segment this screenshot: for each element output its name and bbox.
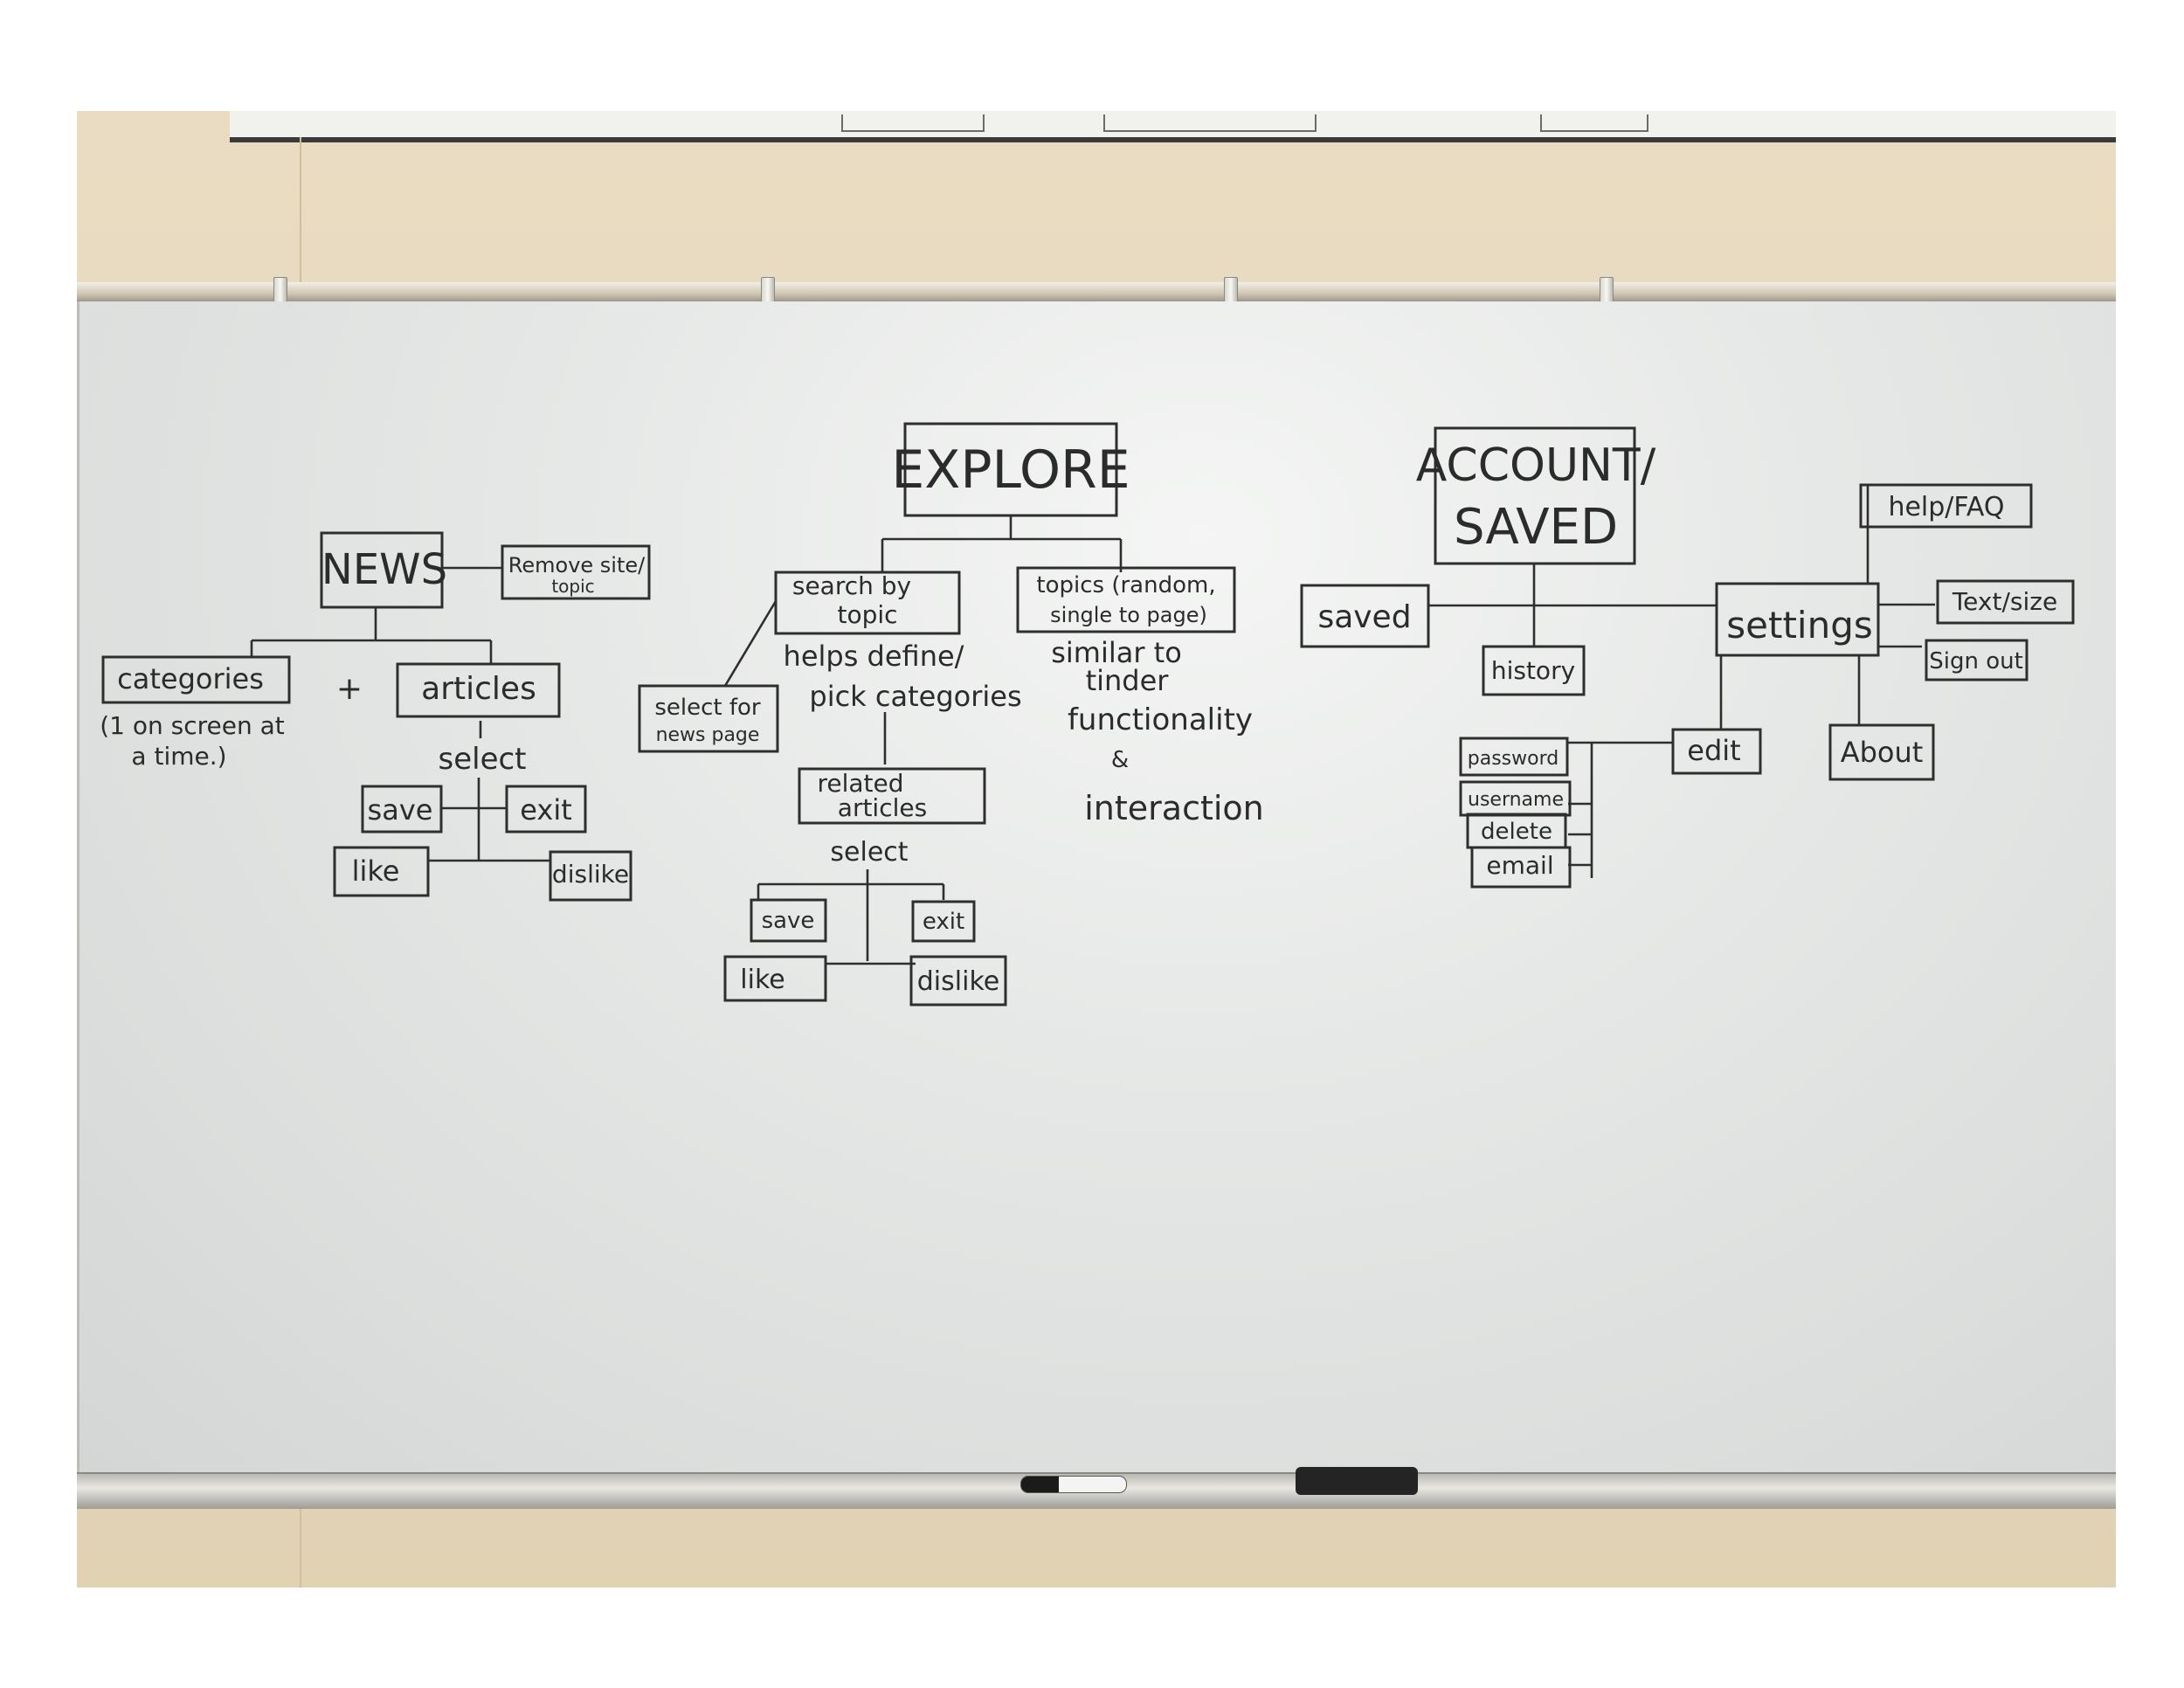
categories-box [101, 655, 291, 704]
search-to-select-connector [723, 600, 778, 687]
text-size-label: Text/size [1952, 587, 2057, 616]
explore-save-box [750, 898, 827, 943]
related-articles-box [798, 767, 986, 825]
categories-note-line1: (1 on screen at [100, 711, 285, 740]
explore-title: EXPLORE [891, 439, 1130, 501]
account-title-line2: SAVED [1454, 499, 1618, 556]
explore-section: EXPLORE search by topic topics (random, … [638, 422, 1264, 1007]
related-articles-line2: articles [838, 793, 927, 822]
news-like-label: like [352, 854, 400, 888]
news-save-label: save [368, 793, 433, 827]
settings-label: settings [1726, 604, 1873, 647]
news-save-box [361, 785, 443, 834]
password-label: password [1468, 748, 1559, 770]
news-exit-label: exit [520, 793, 572, 827]
upper-whiteboard-edge [230, 111, 2116, 142]
categories-note-line2: a time.) [131, 742, 226, 771]
remove-site-line2: topic [551, 576, 594, 597]
remove-site-box [501, 544, 651, 600]
news-connector [250, 607, 493, 664]
help-faq-box [1859, 483, 2033, 529]
whiteboard-surface [77, 301, 2116, 1472]
explore-like-box [723, 955, 827, 1002]
helps-define-line1: helps define/ [784, 640, 964, 673]
edit-label: edit [1687, 734, 1740, 767]
explore-select-label: select [830, 837, 908, 868]
select-for-news-box [638, 684, 779, 753]
account-section: ACCOUNT/ SAVED saved history settings he… [1300, 426, 2075, 889]
upper-board-scribble [841, 114, 985, 132]
about-box [1828, 723, 1935, 781]
marker-icon [1020, 1476, 1127, 1493]
sign-out-label: Sign out [1929, 648, 2023, 675]
password-box [1459, 737, 1569, 777]
similar-to-line5: interaction [1084, 789, 1264, 827]
helps-define-line2: pick categories [809, 680, 1021, 713]
news-box [320, 531, 444, 609]
saved-box [1300, 584, 1430, 648]
plus-label: + [336, 671, 363, 707]
username-label: username [1468, 789, 1564, 811]
select-for-news-line1: select for [654, 695, 761, 721]
news-exit-box [505, 785, 587, 834]
email-box [1470, 846, 1572, 889]
articles-box [396, 662, 561, 718]
edit-box [1671, 728, 1762, 775]
topics-random-box [1016, 566, 1236, 633]
search-by-topic-line1: search by [792, 571, 911, 600]
explore-exit-label: exit [923, 909, 964, 935]
explore-dislike-box [909, 955, 1007, 1007]
explore-save-label: save [762, 908, 815, 934]
settings-box [1715, 582, 1880, 657]
similar-to-line1: similar to [1051, 636, 1182, 669]
help-faq-label: help/FAQ [1888, 492, 2004, 522]
related-articles-line1: related [817, 769, 903, 798]
account-connector [1428, 564, 1717, 647]
topics-random-line2: single to page) [1050, 603, 1207, 627]
eraser-icon [1296, 1467, 1418, 1495]
news-title: NEWS [321, 545, 447, 594]
remove-site-line1: Remove site/ [508, 553, 646, 578]
explore-dislike-label: dislike [917, 966, 999, 997]
news-dislike-label: dislike [552, 860, 629, 889]
news-dislike-box [549, 850, 632, 902]
account-title-line1: ACCOUNT/ [1416, 439, 1656, 492]
delete-label: delete [1481, 819, 1552, 845]
email-label: email [1486, 851, 1553, 880]
similar-to-line4: & [1111, 747, 1129, 773]
news-like-box [333, 846, 430, 897]
categories-label: categories [117, 662, 264, 695]
about-label: About [1841, 736, 1924, 769]
news-actions-connector [428, 778, 550, 862]
upper-board-scribble [1103, 114, 1317, 132]
upper-board-scribble [1540, 114, 1648, 132]
similar-to-line3: functionality [1068, 702, 1253, 737]
similar-to-line2: tinder [1086, 664, 1170, 697]
select-for-news-line2: news page [656, 724, 760, 746]
text-size-box [1936, 579, 2075, 625]
explore-connector [881, 515, 1123, 572]
news-select-label: select [438, 742, 526, 777]
explore-actions-connector [757, 869, 945, 965]
saved-label: saved [1317, 599, 1411, 635]
explore-like-label: like [740, 965, 784, 995]
edit-options-connector [1568, 741, 1673, 878]
history-box [1482, 645, 1586, 696]
whiteboard-photo [77, 111, 2116, 1588]
settings-down-connector [1719, 655, 1861, 730]
explore-exit-box [911, 900, 976, 943]
sign-out-box [1925, 639, 2028, 681]
articles-label: articles [421, 671, 536, 707]
topics-random-line1: topics (random, [1036, 572, 1215, 598]
search-by-topic-line2: topic [837, 600, 897, 629]
history-label: history [1491, 656, 1575, 685]
news-section: NEWS Remove site/ topic categories + art… [100, 531, 651, 902]
